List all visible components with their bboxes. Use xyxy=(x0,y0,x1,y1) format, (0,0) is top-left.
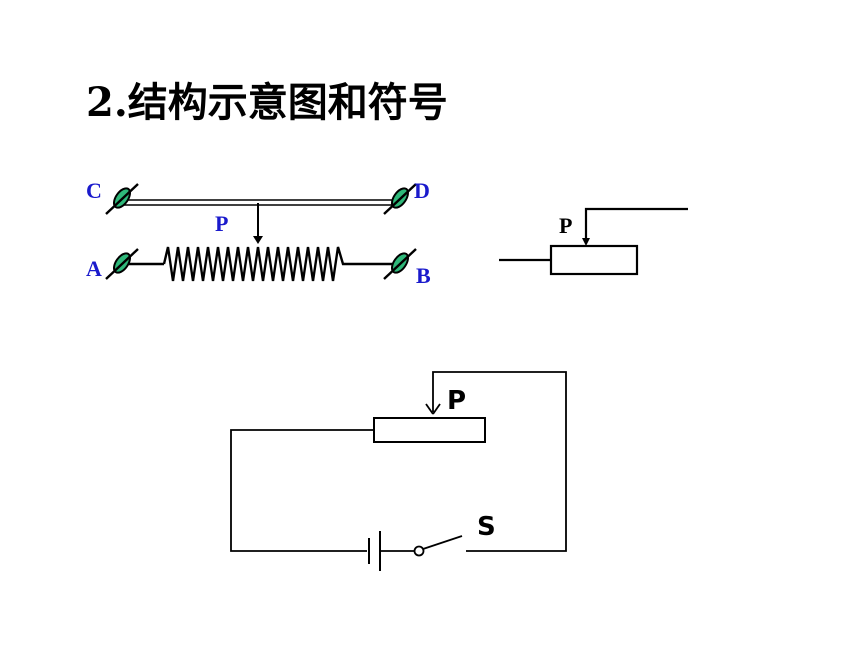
terminal-c xyxy=(105,183,139,215)
circuit-rheostat-body xyxy=(373,417,486,443)
rheostat-symbol: P xyxy=(499,207,688,276)
symbol-label-p: P xyxy=(559,213,572,238)
battery-symbol xyxy=(368,531,381,571)
label-slider-p: P xyxy=(215,211,228,236)
switch-symbol xyxy=(413,535,463,557)
wire-left xyxy=(230,429,374,552)
circuit-slider-arrow xyxy=(425,403,441,415)
slider-contact xyxy=(253,203,263,244)
label-d: D xyxy=(414,178,430,203)
wire-right xyxy=(432,371,567,552)
circuit-label-s: S xyxy=(477,512,496,542)
label-b: B xyxy=(416,263,431,288)
metal-rod xyxy=(122,199,398,206)
rheostat-structure-diagram: C D A B P xyxy=(86,178,431,288)
page-title: 2.结构示意图和符号 xyxy=(86,79,448,126)
terminal-b xyxy=(383,248,417,280)
resistance-coil xyxy=(122,246,398,282)
label-a: A xyxy=(86,256,102,281)
terminal-d xyxy=(383,183,417,215)
terminal-a xyxy=(105,248,139,280)
label-c: C xyxy=(86,178,102,203)
circuit-diagram xyxy=(230,371,567,571)
circuit-label-p: P xyxy=(447,386,466,416)
